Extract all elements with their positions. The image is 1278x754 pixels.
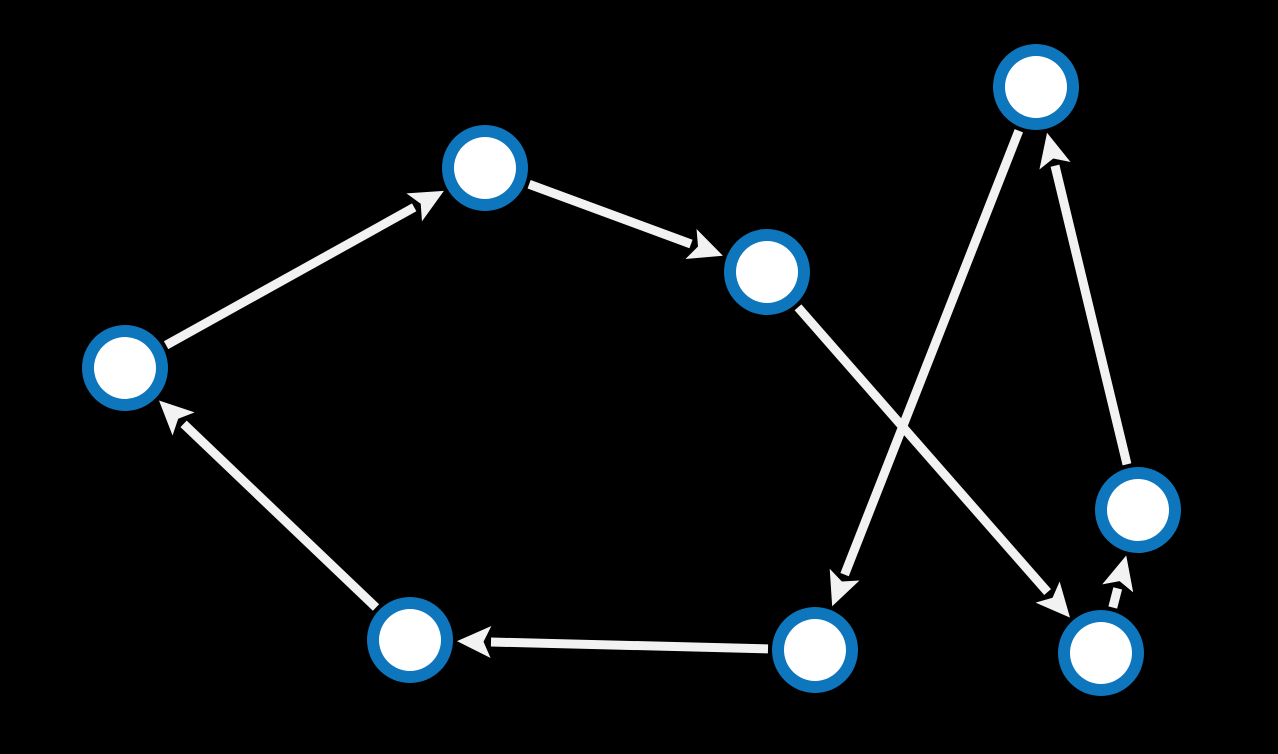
arrowhead-icon: [456, 626, 492, 658]
node-fill: [94, 337, 156, 399]
graph-node[interactable]: [993, 44, 1079, 130]
node-fill: [736, 241, 798, 303]
node-fill: [379, 609, 441, 671]
arrowhead-icon: [159, 400, 195, 436]
arrowhead-icon: [1039, 132, 1071, 170]
arrowhead-icon: [1102, 555, 1134, 593]
graph-edge: [840, 129, 1024, 577]
graph-node[interactable]: [1058, 610, 1144, 696]
graph-edge: [180, 420, 380, 611]
graph-edge: [527, 180, 693, 249]
node-fill: [1070, 622, 1132, 684]
arrowhead-icon: [406, 190, 444, 222]
arrowhead-icon: [1035, 581, 1071, 618]
nodes-layer: [82, 44, 1181, 696]
graph-edge: [1108, 587, 1123, 609]
graph-edge: [1050, 164, 1132, 466]
graph-node[interactable]: [724, 229, 810, 315]
arrowhead-icon: [685, 228, 723, 259]
node-fill: [454, 137, 516, 199]
graph-edge: [794, 304, 1051, 596]
node-fill: [784, 619, 846, 681]
graph-edge: [490, 637, 769, 654]
edges-layer: [159, 129, 1134, 658]
graph-node[interactable]: [442, 125, 528, 211]
graph-node[interactable]: [1095, 467, 1181, 553]
graph-node[interactable]: [367, 597, 453, 683]
node-fill: [1005, 56, 1067, 118]
node-fill: [1107, 479, 1169, 541]
graph-node[interactable]: [772, 607, 858, 693]
arrowhead-icon: [829, 568, 860, 607]
graph-edge: [163, 203, 417, 350]
graph-node[interactable]: [82, 325, 168, 411]
